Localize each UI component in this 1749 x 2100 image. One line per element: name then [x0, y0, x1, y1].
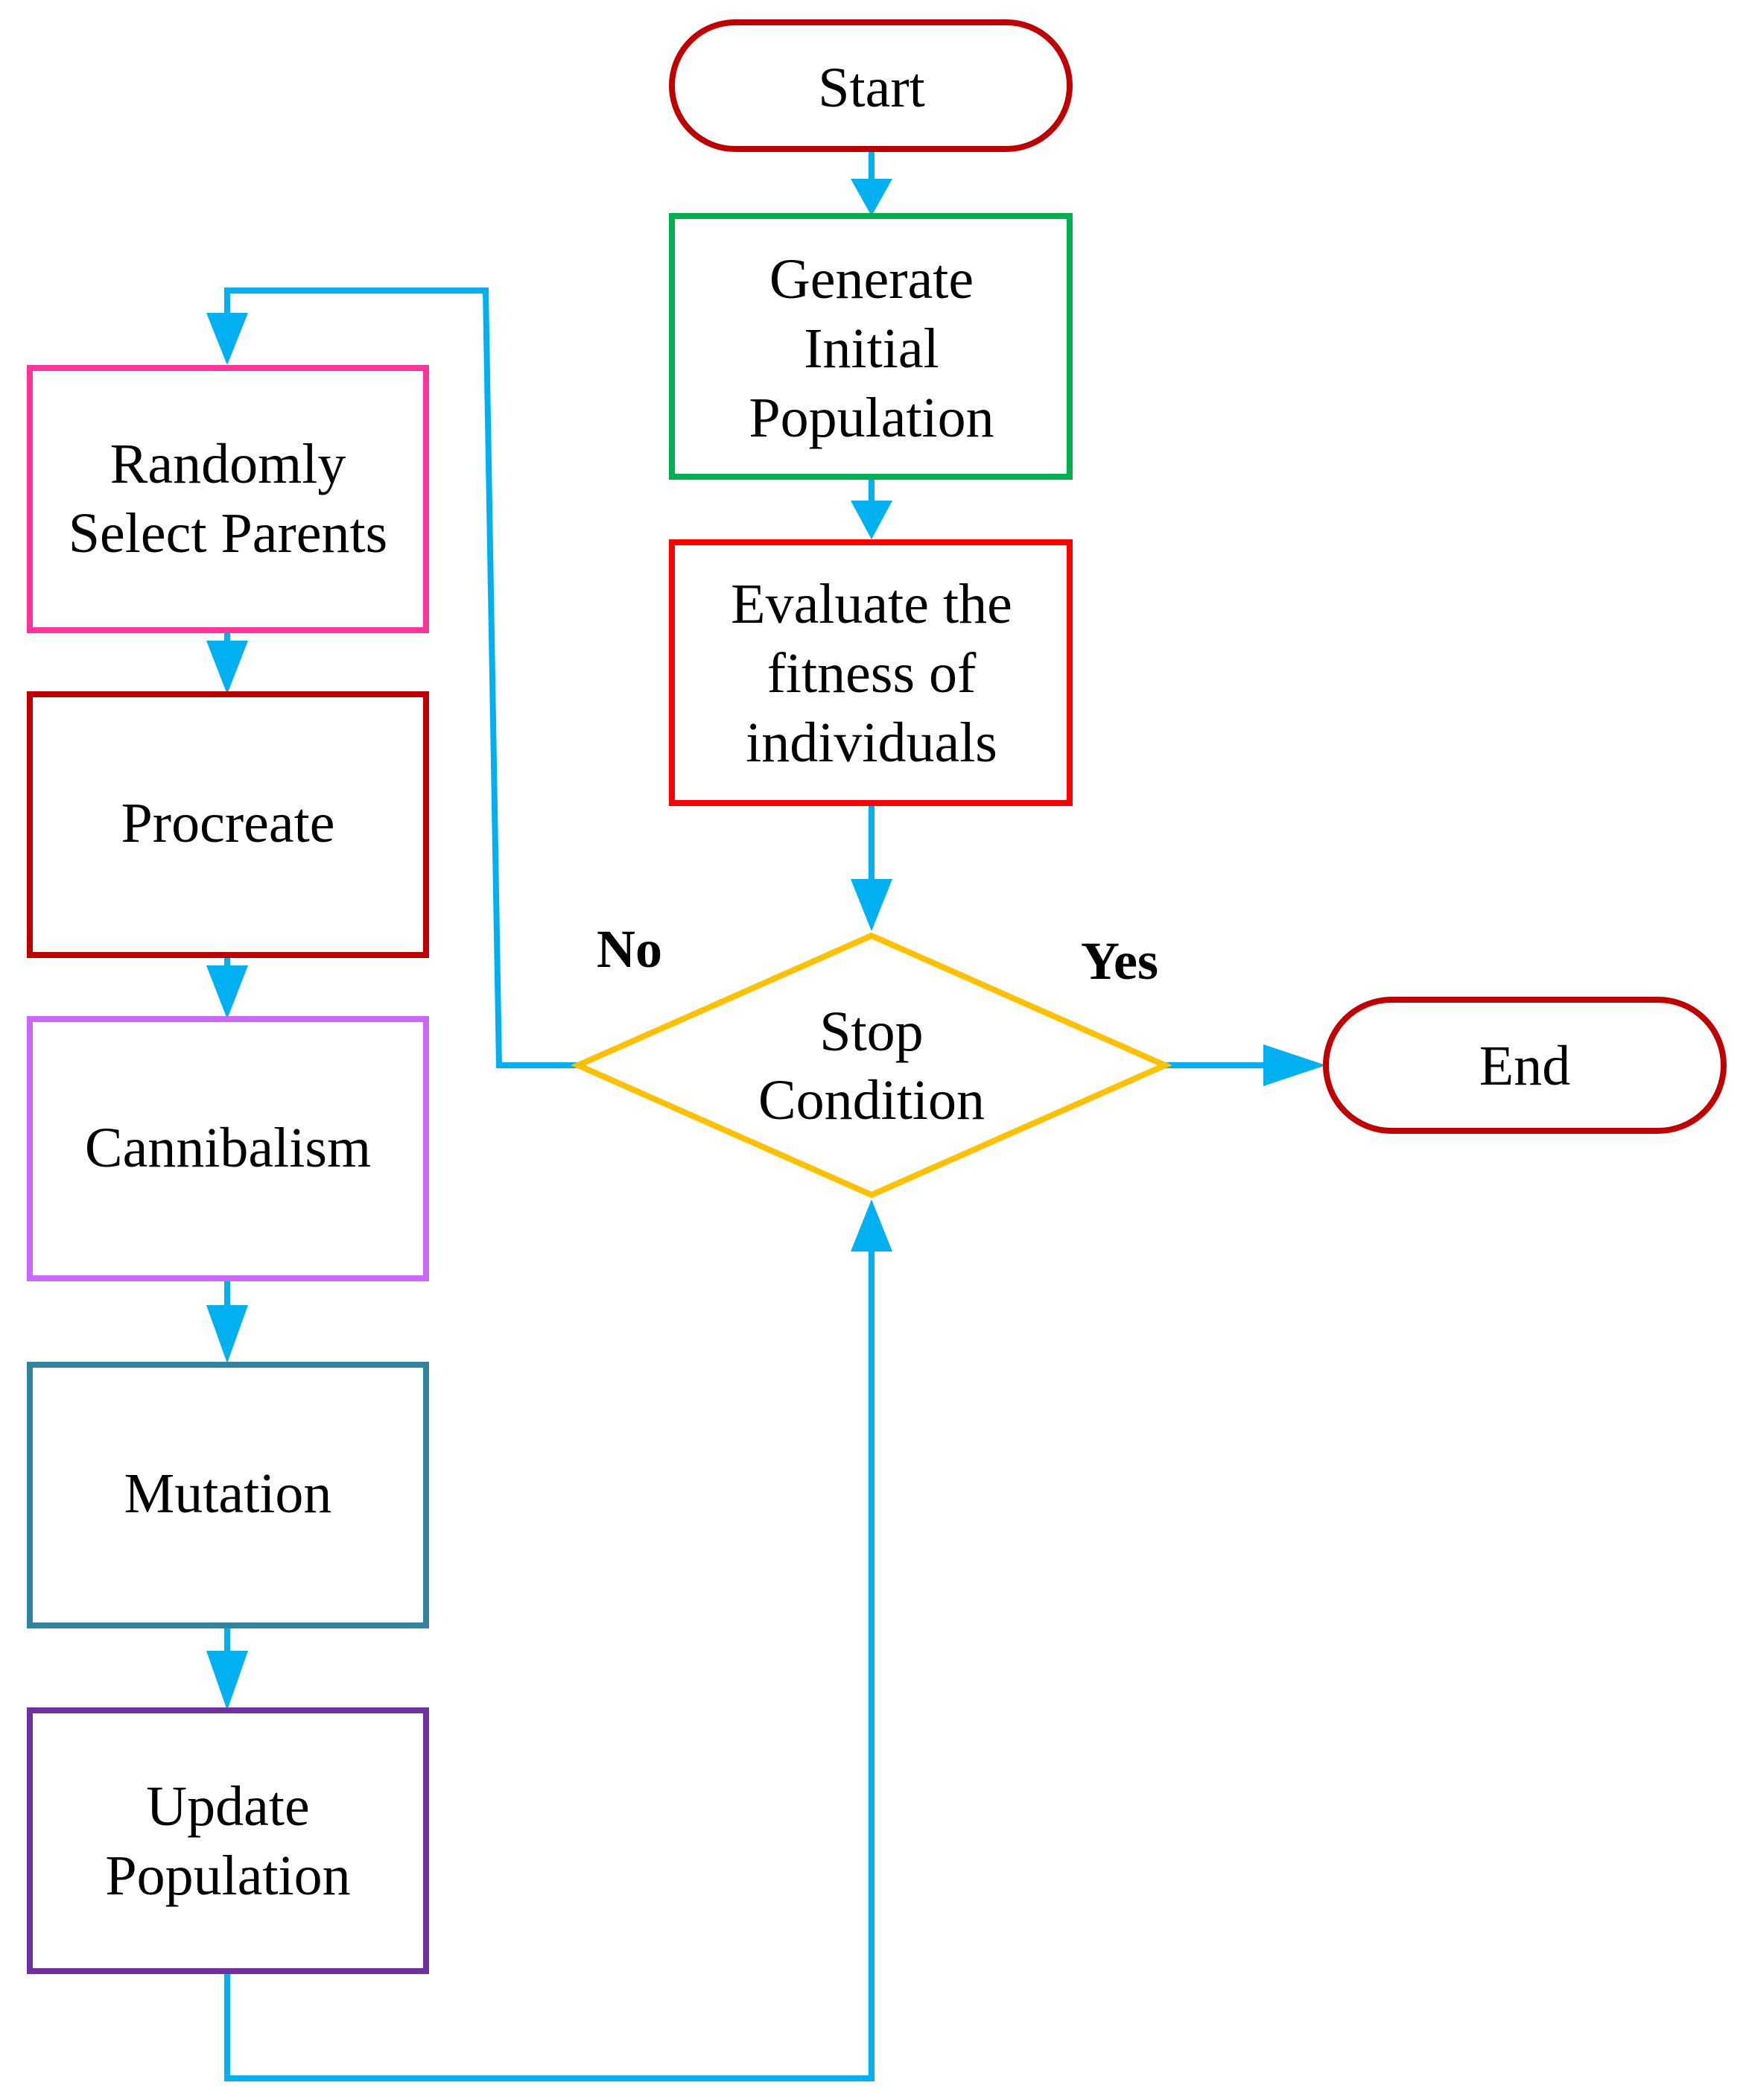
select-parents-label-line-2: Select Parents: [69, 502, 387, 565]
arrowhead-procreate-cannibalism: [206, 965, 248, 1019]
generate-population-label-line-2: Initial: [804, 317, 939, 380]
end-terminal: End: [1323, 997, 1727, 1134]
arrowhead-select-procreate: [206, 641, 248, 694]
arrowhead-evaluate-stop: [851, 879, 892, 931]
evaluate-fitness-label-line-1: Evaluate the: [731, 573, 1012, 635]
generate-population-box: [669, 213, 1073, 480]
select-parents-label-line-1: Randomly: [110, 433, 346, 495]
start-shape: [669, 19, 1073, 152]
mutation-step: Mutation: [27, 1362, 429, 1628]
start-label-line-1: Start: [818, 57, 925, 119]
no-branch-label: No: [597, 919, 662, 979]
connector-stop-select: [224, 288, 578, 1068]
generate-population-label-line-3: Population: [749, 387, 994, 449]
arrowhead-update-stop: [851, 1199, 892, 1252]
yes-branch-label: Yes: [1081, 931, 1158, 991]
cannibalism-label: Cannibalism: [85, 1117, 371, 1179]
mutation-box: [27, 1362, 429, 1628]
procreate-label: Procreate: [121, 792, 335, 854]
generate-population-label-line-1: Generate: [769, 248, 974, 311]
evaluate-fitness-label-line-2: fitness of: [767, 642, 977, 705]
procreate-label-line-1: Procreate: [121, 792, 335, 854]
arrowhead-cannibalism-mutation: [206, 1305, 248, 1363]
update-population-label-line-2: Population: [105, 1844, 350, 1907]
arrowhead-stop-end: [1263, 1044, 1326, 1086]
procreate-box: [27, 691, 429, 958]
mutation-label-line-1: Mutation: [124, 1462, 332, 1525]
cannibalism-box: [27, 1016, 429, 1281]
start-terminal: Start: [669, 19, 1073, 152]
arrowhead-start-generate: [851, 179, 892, 216]
select-parents-box: [27, 365, 429, 633]
cannibalism-label-line-1: Cannibalism: [85, 1117, 371, 1179]
cannibalism-step: Cannibalism: [27, 1016, 429, 1281]
connector-update-stop: [224, 1244, 874, 2081]
procreate-step: Procreate: [27, 691, 429, 958]
stop-condition-label-line-1: Stop: [819, 1000, 923, 1063]
arrowhead-generate-evaluate: [851, 501, 892, 539]
mutation-label: Mutation: [124, 1462, 332, 1525]
end-label: End: [1479, 1035, 1570, 1097]
update-population-box: [27, 1707, 429, 1974]
start-label: Start: [818, 57, 925, 119]
end-label-line-1: End: [1479, 1035, 1570, 1097]
connectors: [206, 149, 1326, 2081]
stop-condition-diamond: [571, 932, 1172, 1199]
update-population-label-line-1: Update: [146, 1775, 309, 1838]
arrowhead-stop-select: [206, 313, 248, 365]
stop-condition-label-line-2: Condition: [758, 1069, 985, 1132]
evaluate-fitness-label-line-3: individuals: [746, 711, 997, 774]
end-shape: [1323, 997, 1727, 1134]
evaluate-fitness-box: [669, 539, 1073, 806]
arrowhead-mutation-update: [206, 1651, 248, 1710]
